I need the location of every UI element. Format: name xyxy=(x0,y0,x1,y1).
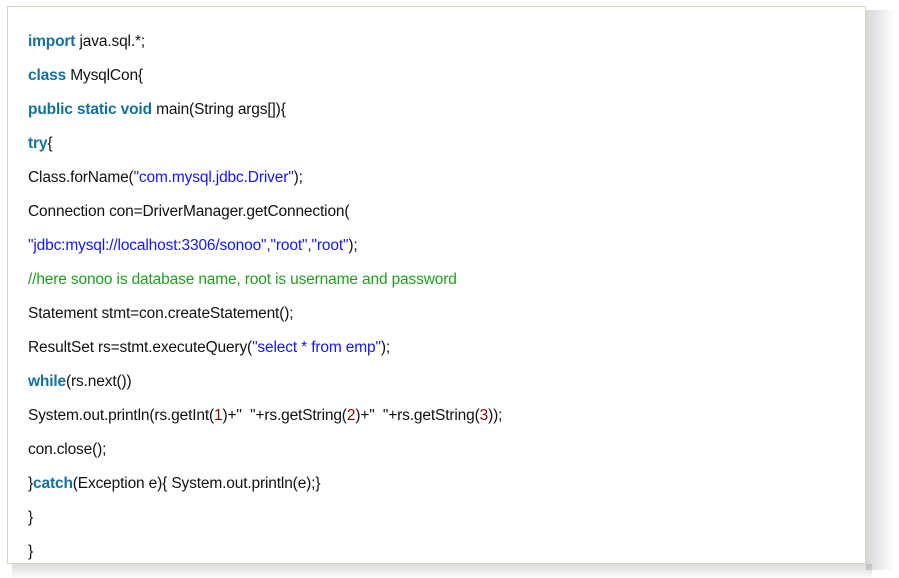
code-line: Class.forName("com.mysql.jdbc.Driver"); xyxy=(28,161,865,195)
code-token-plain: } xyxy=(28,509,34,526)
code-token-cmt: //here sonoo is database name, root is u… xyxy=(28,271,457,288)
java-code-panel: import java.sql.*;class MysqlCon{public … xyxy=(7,6,866,564)
code-token-kw: import xyxy=(28,33,76,50)
code-token-plain: )+" "+rs.getString( xyxy=(355,407,480,424)
code-token-plain: ResultSet rs=stmt.executeQuery( xyxy=(28,339,253,356)
code-line: import java.sql.*; xyxy=(28,25,865,59)
code-token-kw: class xyxy=(28,67,67,84)
code-line: //here sonoo is database name, root is u… xyxy=(28,263,865,297)
code-token-plain: MysqlCon{ xyxy=(66,67,143,84)
code-token-plain: (rs.next()) xyxy=(66,373,132,390)
code-token-plain: System.out.println(rs.getInt( xyxy=(28,407,215,424)
code-line: ResultSet rs=stmt.executeQuery("select *… xyxy=(28,331,865,365)
code-line: while(rs.next()) xyxy=(28,365,865,399)
code-line: "jdbc:mysql://localhost:3306/sonoo","roo… xyxy=(28,229,865,263)
code-lines-container[interactable]: import java.sql.*;class MysqlCon{public … xyxy=(8,7,865,563)
code-token-num: 1 xyxy=(214,407,223,424)
code-line: Statement stmt=con.createStatement(); xyxy=(28,297,865,331)
code-token-plain: (Exception e){ System.out.println(e);} xyxy=(72,475,321,492)
code-token-plain: Statement stmt=con.createStatement(); xyxy=(28,305,294,322)
code-token-plain: ); xyxy=(293,169,303,186)
panel-shadow-right xyxy=(866,10,894,570)
code-token-num: 2 xyxy=(346,407,356,424)
code-token-kw: public static void xyxy=(28,101,152,118)
code-token-num: 3 xyxy=(479,407,489,424)
code-line: } xyxy=(28,535,865,563)
code-token-str: "com.mysql.jdbc.Driver" xyxy=(133,169,294,186)
code-token-plain: } xyxy=(28,475,34,492)
code-token-kw: while xyxy=(28,373,67,390)
code-token-str: "select * from emp" xyxy=(252,339,381,356)
code-token-str: "jdbc:mysql://localhost:3306/sonoo","roo… xyxy=(28,237,349,254)
code-token-plain: )); xyxy=(488,407,503,424)
code-token-plain: ); xyxy=(380,339,390,356)
code-token-kw: try xyxy=(28,135,48,152)
code-token-plain: { xyxy=(47,135,53,152)
code-token-plain: Connection con=DriverManager.getConnecti… xyxy=(28,203,350,220)
code-line: class MysqlCon{ xyxy=(28,59,865,93)
code-token-plain: java.sql.*; xyxy=(75,33,146,50)
code-line: con.close(); xyxy=(28,433,865,467)
code-token-plain: } xyxy=(28,543,34,560)
code-line: System.out.println(rs.getInt(1)+" "+rs.g… xyxy=(28,399,865,433)
code-line: public static void main(String args[]){ xyxy=(28,93,865,127)
code-token-plain: )+" "+rs.getString( xyxy=(222,407,347,424)
code-token-plain: con.close(); xyxy=(28,441,107,458)
code-line: Connection con=DriverManager.getConnecti… xyxy=(28,195,865,229)
code-line: }catch(Exception e){ System.out.println(… xyxy=(28,467,865,501)
code-token-plain: ); xyxy=(348,237,358,254)
code-token-plain: Class.forName( xyxy=(28,169,134,186)
code-token-plain: main(String args[]){ xyxy=(151,101,286,118)
code-token-kw: catch xyxy=(33,475,73,492)
panel-shadow-bottom xyxy=(12,564,872,578)
code-line: try{ xyxy=(28,127,865,161)
code-line: } xyxy=(28,501,865,535)
